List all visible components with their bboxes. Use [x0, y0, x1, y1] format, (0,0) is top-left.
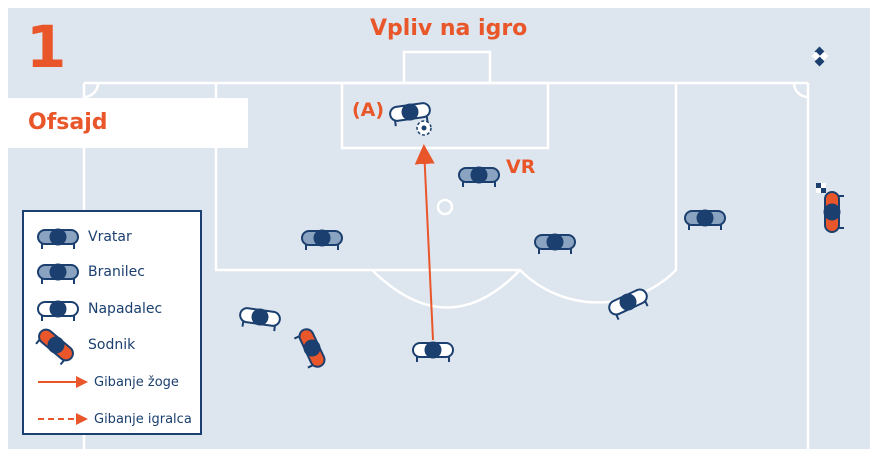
- goal: [402, 50, 492, 85]
- assistant-flag-icon: [816, 183, 826, 193]
- penalty-arc: [371, 269, 521, 309]
- corner-arc-right: [792, 82, 809, 99]
- defender: [684, 208, 726, 231]
- penalty-spot: [436, 198, 454, 216]
- attacker: [605, 284, 653, 323]
- defender: [301, 228, 343, 251]
- legend-label-referee: Sodnik: [88, 337, 136, 353]
- defender-icon: [37, 262, 79, 285]
- attacker-passer: [412, 340, 454, 363]
- topic-label: Ofsajd: [28, 110, 108, 135]
- legend-label-attacker: Napadalec: [88, 301, 163, 317]
- attacker-icon: [37, 299, 79, 322]
- referee: [291, 325, 330, 373]
- legend-label-ball-movement: Gibanje žoge: [94, 375, 179, 390]
- corner-arc-left: [83, 82, 100, 99]
- ball-icon: [416, 120, 432, 136]
- referee-icon: [31, 324, 78, 369]
- legend-label-defender: Branilec: [88, 264, 145, 280]
- legend: Vratar Branilec Napadalec Sodnik Gibanje…: [22, 210, 202, 435]
- penalty-area: [214, 83, 678, 304]
- diagram-number: 1: [26, 13, 67, 81]
- goalkeeper-icon: [37, 227, 79, 250]
- goalkeeper: [458, 165, 500, 188]
- topic-banner: Ofsajd: [8, 98, 248, 148]
- ball-movement-arrow: [414, 144, 435, 341]
- diagram-title: Vpliv na igro: [370, 16, 528, 41]
- referee-tag: VR: [506, 156, 536, 178]
- corner-flag-icon: [811, 46, 829, 67]
- defender: [534, 232, 576, 255]
- attacker-tag: (A): [352, 99, 385, 121]
- attacker: [237, 304, 282, 333]
- legend-label-player-movement: Gibanje igralca: [94, 412, 192, 427]
- assistant-referee: [822, 191, 845, 233]
- legend-label-goalkeeper: Vratar: [88, 229, 132, 245]
